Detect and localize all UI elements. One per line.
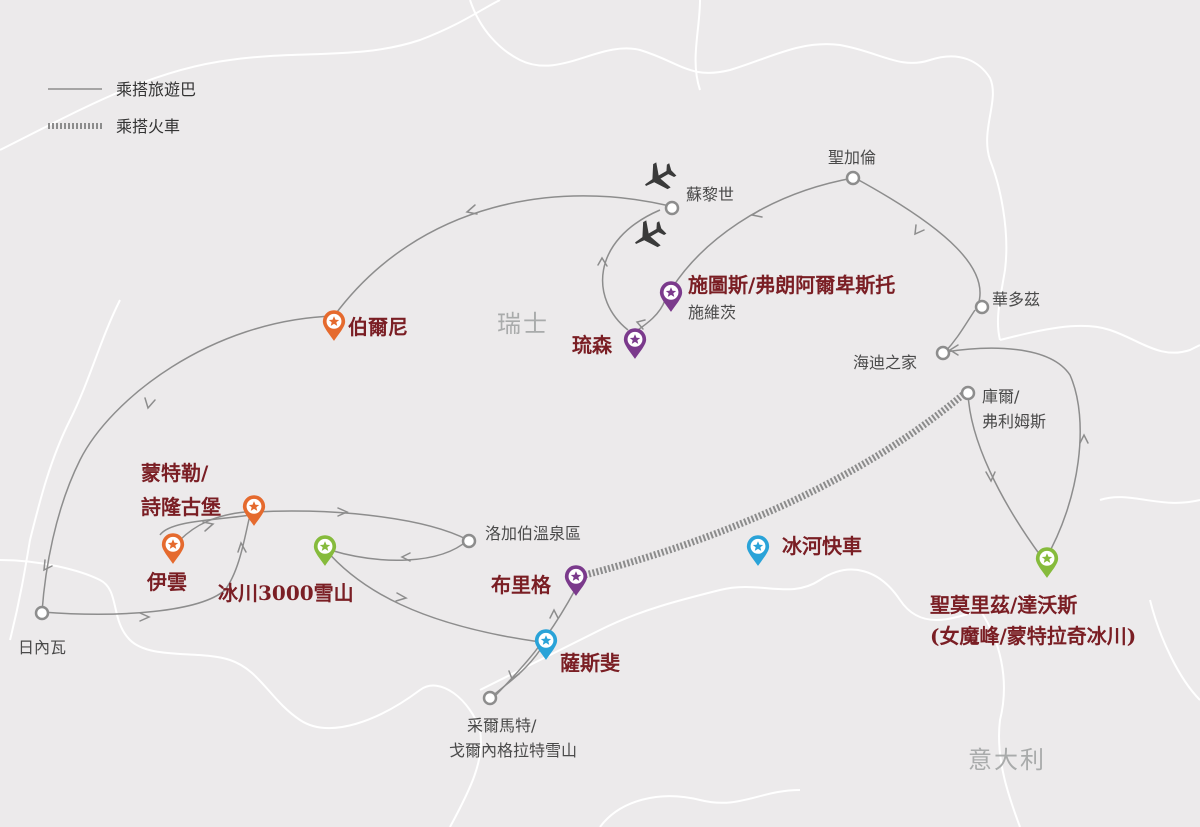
route-zurich-bern: [333, 195, 671, 317]
stop-label-st-moritz-1: 聖莫里茲/達沃斯: [930, 593, 1077, 617]
star-pin-icon: [746, 535, 770, 566]
stop-label-montreux-1: 蒙特勒/: [141, 461, 209, 485]
route-davos-stgallen: [854, 177, 981, 306]
city-label-schwyz: 施維茨: [688, 303, 736, 322]
star-pin-icon: [322, 310, 346, 341]
city-dot-icon: [34, 605, 50, 621]
city-label-zurich: 蘇黎世: [686, 185, 734, 204]
route-arrows: [43, 204, 1089, 681]
route-yvoire-montreux: [179, 511, 246, 541]
route-heidiland-davos: [944, 309, 976, 353]
country-label-italy: 意大利: [968, 746, 1046, 774]
star-pin-icon: [1035, 547, 1059, 578]
route-glacier3000-yvoire: [159, 514, 251, 536]
route-stgallen-stoos: [671, 177, 854, 289]
route-geneva-glacier3000: [41, 514, 251, 615]
route-sion-saasfee: [324, 548, 541, 643]
stop-label-saas-fee: 薩斯斐: [560, 651, 620, 675]
city-label-st-gallen: 聖加倫: [828, 148, 876, 167]
route-stmoritz-heidiland: [944, 347, 1081, 561]
city-dot-icon: [664, 200, 680, 216]
stop-label-lucerne: 琉森: [572, 333, 613, 357]
city-label-zermatt-1: 采爾馬特/: [467, 716, 537, 735]
rail-legend-label: 乘搭火車: [116, 117, 180, 136]
route-montreux-leukerbad: [255, 510, 469, 541]
airplane-icon: [638, 156, 681, 198]
star-pin-icon: [242, 495, 266, 526]
stop-label-glacier-express: 冰河快車: [782, 534, 862, 558]
route-zermatt-brig: [494, 589, 576, 697]
city-label-heidiland: 海迪之家: [853, 353, 917, 372]
city-dot-icon: [974, 299, 990, 315]
star-pin-icon: [564, 565, 588, 596]
airplane-icon: [628, 214, 671, 256]
country-label-switzerland: 瑞士: [497, 310, 549, 338]
city-label-zermatt-2: 戈爾內格拉特雪山: [449, 741, 577, 760]
city-label-chur-1: 庫爾/: [982, 387, 1020, 406]
stop-label-st-moritz-2: (女魔峰/蒙特拉奇冰川): [930, 624, 1136, 648]
stop-label-bern: 伯爾尼: [348, 315, 408, 339]
rail-glacier-express: [584, 390, 968, 579]
city-label-davos: 華多茲: [992, 290, 1040, 309]
stop-label-brig: 布里格: [491, 573, 552, 597]
city-label-geneva: 日內瓦: [18, 638, 66, 657]
route-bern-geneva: [41, 315, 335, 613]
star-pin-icon: [534, 629, 558, 660]
stop-label-glacier3000: 冰川3000雪山: [218, 581, 354, 605]
coach-legend-label: 乘搭旅遊巴: [116, 80, 196, 99]
star-pin-icon: [161, 533, 185, 564]
star-pin-icon: [659, 281, 683, 312]
city-label-chur-2: 弗利姆斯: [982, 412, 1046, 431]
city-dot-icon: [935, 345, 951, 361]
stop-label-montreux-2: 詩隆古堡: [141, 495, 221, 519]
route-lucerne-zurich: [601, 209, 661, 331]
route-leukerbad-sion: [329, 539, 469, 561]
city-label-leukerbad: 洛加伯溫泉區: [485, 524, 581, 543]
city-dots: [34, 170, 990, 706]
stop-labels: 施圖斯/弗朗阿爾卑斯托 琉森 伯爾尼 蒙特勒/ 詩隆古堡 伊雲 冰川3000雪山…: [141, 273, 1136, 675]
routes: [41, 177, 1081, 699]
city-dot-icon: [461, 533, 477, 549]
star-pin-icon: [623, 328, 647, 359]
city-dot-icon: [845, 170, 861, 186]
stop-label-yvoire: 伊雲: [146, 570, 187, 594]
city-dot-icon: [960, 385, 976, 401]
city-labels: 蘇黎世 聖加倫 華多茲 海迪之家 庫爾/ 弗利姆斯 施維茨 洛加伯溫泉區 日內瓦…: [18, 148, 1046, 760]
star-pin-icon: [313, 535, 337, 566]
route-chur-stmoritz: [967, 392, 1041, 556]
legend: 乘搭旅遊巴 乘搭火車: [48, 80, 196, 136]
city-dot-icon: [482, 690, 498, 706]
stop-label-stoos: 施圖斯/弗朗阿爾卑斯托: [688, 273, 895, 297]
route-stoos-lucerne: [634, 299, 666, 333]
